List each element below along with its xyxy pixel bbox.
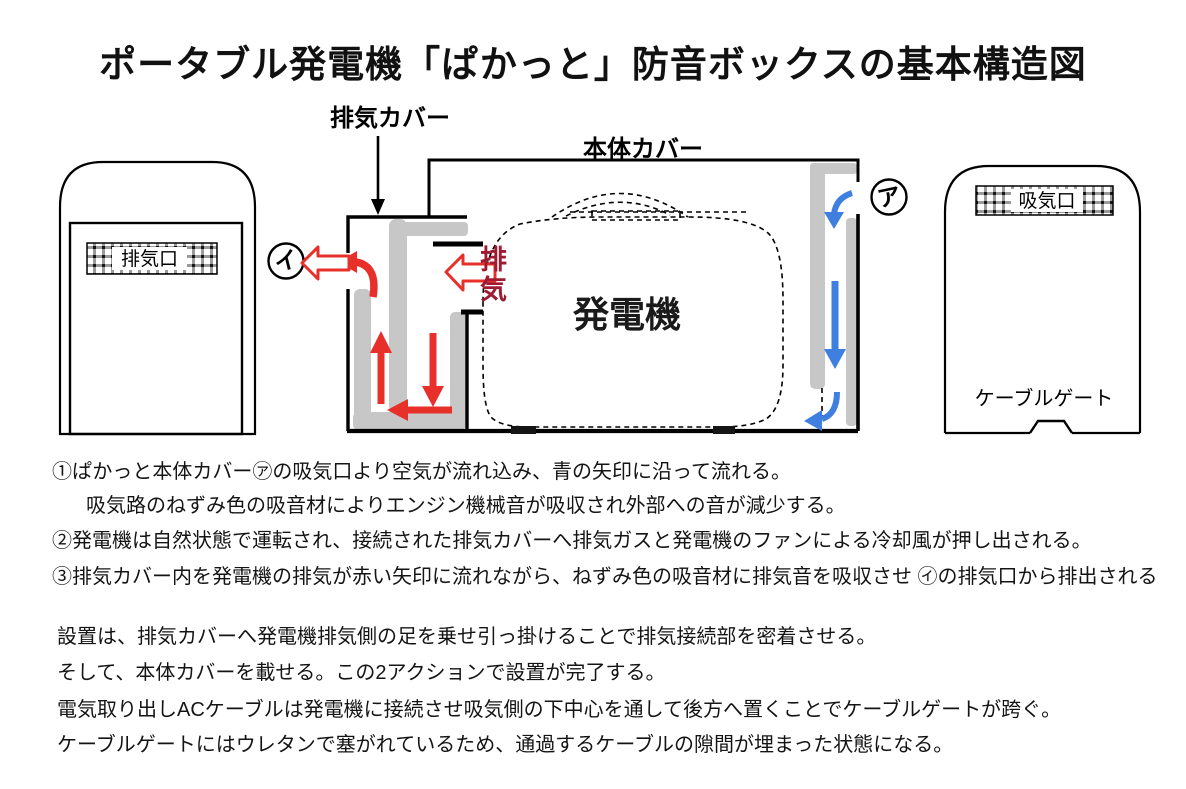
- note-line-5: 設置は、排気カバーへ発電機排気側の足を乗せ引っ掛けることで排気接続部を密着させる…: [57, 626, 877, 648]
- generator-handle-inner: [565, 201, 671, 217]
- intake-port-label: 吸気口: [1018, 190, 1075, 212]
- cable-gate-label: ケーブルゲート: [975, 386, 1114, 410]
- generator: [482, 192, 823, 428]
- absorber-right-vertical: [450, 312, 466, 428]
- note-line-3: ②発電機は自然状態で運転され、接続された排気カバーへ排気ガスと発電機のファンによ…: [52, 530, 1092, 552]
- blue-curve-bottom-arrow: [820, 391, 840, 422]
- blue-curve-top-arrow: [831, 190, 854, 215]
- marker-a-circle: [870, 178, 908, 216]
- blue-curve-bottom-arrow-head: [804, 410, 822, 431]
- structure-diagram: 排気口 イ: [58, 104, 1142, 436]
- body-cover: [347, 158, 860, 434]
- intake-flow-arrows: [804, 190, 854, 431]
- red-outline-arrow-exit: [300, 245, 351, 281]
- generator-label: 発電機: [573, 294, 681, 335]
- intake-port-label-bg: [1011, 189, 1083, 212]
- note-line-1: ①ぱかっと本体カバー㋐の吸気口より空気が流れ込み、青の矢印に沿って流れる。: [52, 461, 791, 483]
- note-line-6: そして、本体カバーを載せる。この2アクションで設置が完了する。: [57, 662, 666, 684]
- intake-box-outline: [943, 164, 1142, 433]
- generator-foot-right: [713, 426, 735, 434]
- exhaust-port-label: 排気口: [121, 248, 178, 270]
- exhaust-cover-walls: [346, 215, 483, 431]
- red-hook-arrow: [355, 258, 378, 298]
- red-left-arrow-head: [387, 399, 408, 421]
- generator-body-outline: [482, 216, 784, 428]
- generator-foot-left: [511, 426, 536, 434]
- marker-a-circled: ア: [870, 178, 908, 216]
- absorber-center-baffle: [389, 219, 407, 413]
- absorber-intake-outer: [846, 218, 857, 426]
- red-up-arrow-head: [370, 331, 392, 353]
- red-outline-arrow-exhaust: [444, 253, 497, 292]
- exhaust-flow-arrows: [300, 245, 497, 421]
- cable-gate-notch: [1029, 419, 1073, 434]
- note-line-7: 電気取り出しACケーブルは発電機に接続させ吸気側の下中心を通して後方へ置くことで…: [57, 699, 1062, 721]
- exhaust-cover: [346, 215, 483, 431]
- intake-absorber-strips: [810, 163, 857, 426]
- exhaust-cover-pointer-arrow: [371, 136, 385, 215]
- exhaust-side-outer-view: 排気口: [58, 160, 257, 436]
- exhaust-box-outline: [58, 160, 257, 436]
- intake-side-outer-view: 吸気口 ケーブルゲート: [943, 164, 1142, 435]
- red-down-arrow-head: [422, 386, 444, 407]
- note-line-2: 吸気路のねずみ色の吸音材によりエンジン機械音が吸収され外部への音が減少する。: [86, 495, 846, 517]
- marker-a-label: ア: [875, 182, 903, 212]
- body-cover-label: 本体カバー: [583, 136, 703, 163]
- blue-down-arrow-head: [824, 349, 846, 369]
- exhaust-box-inner-panel: [68, 221, 244, 436]
- marker-i-circled: イ: [267, 242, 305, 280]
- absorber-intake-inner: [810, 163, 825, 389]
- exhaust-port-label-bg: [112, 247, 187, 270]
- exhaust-absorber-strips: [353, 219, 468, 430]
- blue-curve-top-arrow-head: [824, 212, 844, 229]
- exhaust-flow-text: 排気: [476, 245, 506, 305]
- page-title: ポータブル発電機「ぱかっと」防音ボックスの基本構造図: [99, 44, 1087, 85]
- absorber-top-horizontal: [393, 222, 468, 236]
- generator-handle-base: [591, 210, 681, 221]
- body-cover-walls: [347, 158, 860, 434]
- absorber-bottom-horizontal: [353, 412, 466, 430]
- exhaust-cover-label: 排気カバー: [330, 104, 450, 132]
- note-line-4: ③排気カバー内を発電機の排気が赤い矢印に流れながら、ねずみ色の吸音材に排気音を吸…: [52, 566, 1158, 588]
- note-line-8: ケーブルゲートにはウレタンで塞がれているため、通過するケーブルの隙間が埋まった状…: [57, 734, 954, 756]
- generator-handle-outer: [551, 192, 689, 218]
- absorber-left-vertical: [354, 289, 371, 428]
